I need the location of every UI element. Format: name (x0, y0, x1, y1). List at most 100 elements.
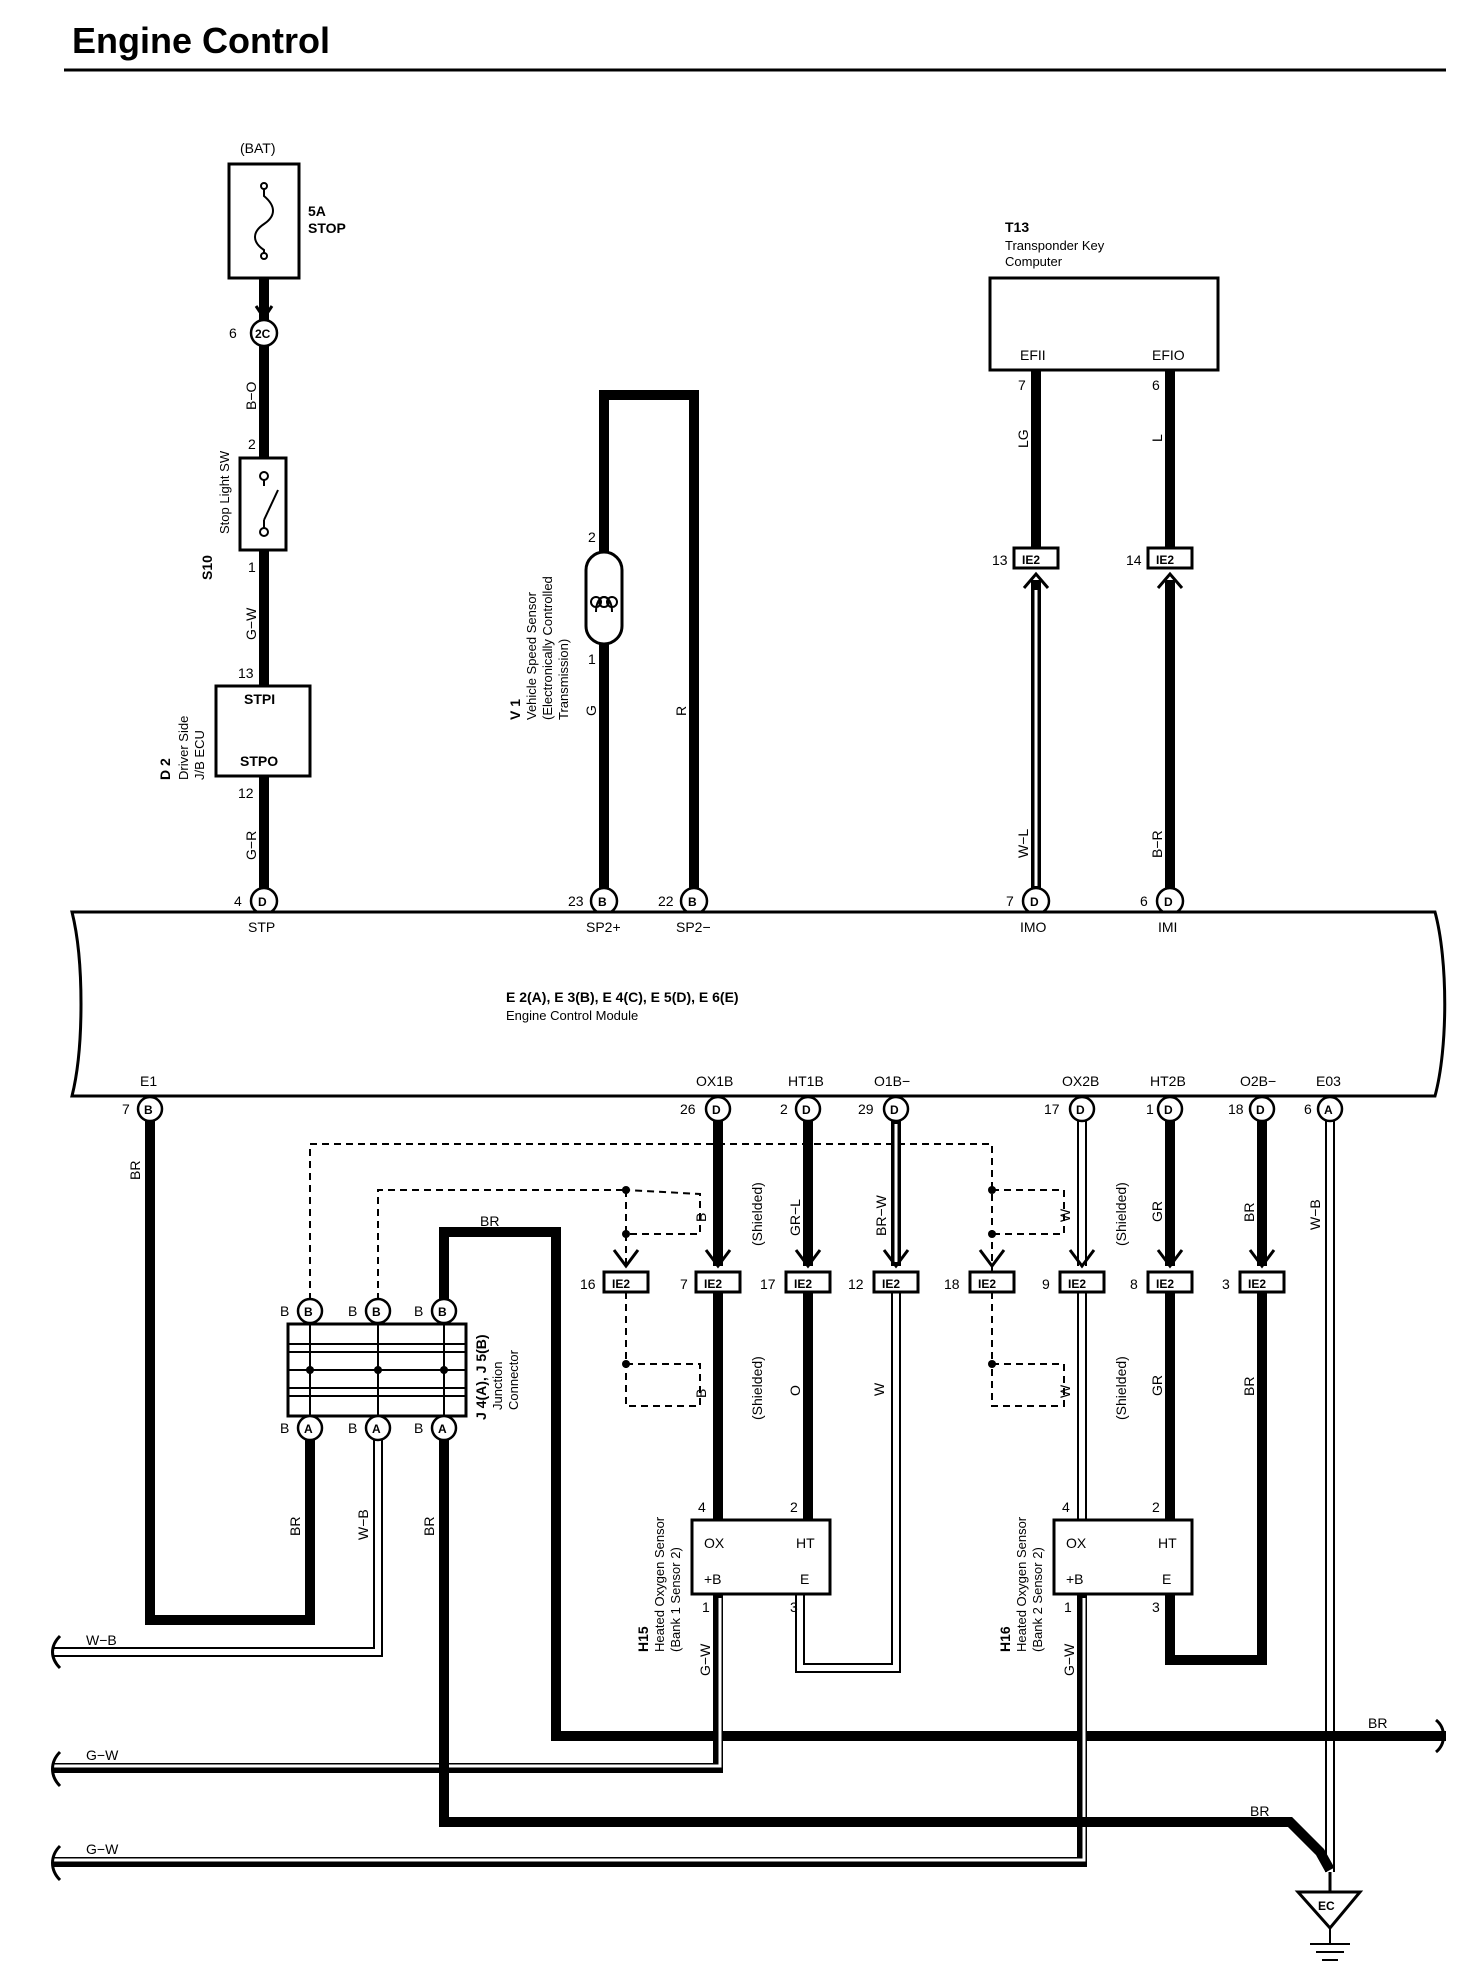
svg-text:IE2: IE2 (1068, 1277, 1086, 1291)
svg-text:D: D (258, 895, 267, 909)
svg-text:7: 7 (680, 1276, 688, 1292)
svg-text:E03: E03 (1316, 1073, 1341, 1089)
svg-text:G: G (583, 705, 599, 716)
svg-text:22: 22 (658, 893, 674, 909)
h15-id: H15 (635, 1626, 651, 1652)
svg-text:G−W: G−W (86, 1747, 119, 1763)
s10-id: S10 (199, 555, 215, 580)
svg-text:B: B (414, 1303, 423, 1319)
ecm-ids: E 2(A), E 3(B), E 4(C), E 5(D), E 6(E) (506, 989, 739, 1005)
svg-text:Junction: Junction (490, 1362, 505, 1410)
svg-text:D: D (1076, 1103, 1085, 1117)
svg-text:4: 4 (234, 893, 242, 909)
svg-text:A: A (304, 1422, 313, 1436)
svg-text:B: B (304, 1305, 313, 1319)
s10-name: Stop Light SW (217, 450, 232, 534)
svg-text:17: 17 (760, 1276, 776, 1292)
svg-text:EC: EC (1318, 1899, 1335, 1913)
svg-text:L: L (1149, 434, 1165, 442)
wire-br-ground (439, 1440, 1335, 1873)
svg-text:3: 3 (1222, 1276, 1230, 1292)
svg-text:HT1B: HT1B (788, 1073, 824, 1089)
svg-text:IE2: IE2 (1022, 553, 1040, 567)
svg-text:IE2: IE2 (1156, 1277, 1174, 1291)
svg-text:18: 18 (1228, 1101, 1244, 1117)
svg-text:B: B (144, 1103, 153, 1117)
t13-id: T13 (1005, 219, 1029, 235)
svg-text:1: 1 (1064, 1599, 1072, 1615)
svg-text:B: B (693, 1213, 709, 1222)
svg-text:BR: BR (287, 1517, 303, 1536)
svg-text:Transponder Key: Transponder Key (1005, 238, 1105, 253)
svg-text:W−B: W−B (1307, 1199, 1323, 1230)
svg-text:B: B (348, 1303, 357, 1319)
svg-text:BR−W: BR−W (873, 1194, 889, 1236)
switch-contact (263, 489, 279, 521)
svg-text:9: 9 (1042, 1276, 1050, 1292)
svg-text:R: R (673, 706, 689, 716)
svg-text:BR: BR (480, 1213, 499, 1229)
svg-text:HT2B: HT2B (1150, 1073, 1186, 1089)
svg-text:BR: BR (1250, 1803, 1269, 1819)
svg-text:W−B: W−B (86, 1632, 117, 1648)
svg-text:HT: HT (1158, 1535, 1177, 1551)
svg-text:(Bank 2 Sensor 2): (Bank 2 Sensor 2) (1030, 1547, 1045, 1652)
svg-text:14: 14 (1126, 552, 1142, 568)
svg-text:(Electronically Controlled: (Electronically Controlled (540, 576, 555, 720)
svg-text:1: 1 (702, 1599, 710, 1615)
svg-text:W: W (1057, 1208, 1073, 1222)
h16-sensor (1052, 1518, 1194, 1596)
svg-text:BR: BR (127, 1161, 143, 1180)
svg-text:B: B (693, 1389, 709, 1398)
svg-text:Heated Oxygen Sensor: Heated Oxygen Sensor (1014, 1516, 1029, 1652)
svg-text:IE2: IE2 (978, 1277, 996, 1291)
svg-text:7: 7 (122, 1101, 130, 1117)
svg-text:2C: 2C (255, 327, 271, 341)
svg-text:EFIO: EFIO (1152, 347, 1185, 363)
wire-br-junction (439, 1227, 1446, 1741)
svg-text:BR: BR (421, 1517, 437, 1536)
svg-text:1: 1 (1146, 1101, 1154, 1117)
svg-text:+B: +B (1066, 1571, 1084, 1587)
svg-text:Vehicle Speed Sensor: Vehicle Speed Sensor (524, 591, 539, 720)
transponder-box (988, 276, 1220, 372)
svg-text:BR: BR (1368, 1715, 1387, 1731)
svg-text:GR−L: GR−L (787, 1199, 803, 1236)
svg-text:6: 6 (1304, 1101, 1312, 1117)
svg-text:12: 12 (238, 785, 254, 801)
svg-text:W: W (1057, 1384, 1073, 1398)
svg-text:E1: E1 (140, 1073, 157, 1089)
svg-text:B: B (598, 895, 607, 909)
svg-text:W−B: W−B (355, 1509, 371, 1540)
svg-text:B−O: B−O (243, 381, 259, 410)
svg-text:Computer: Computer (1005, 254, 1063, 269)
svg-text:STP: STP (248, 919, 275, 935)
svg-text:OX2B: OX2B (1062, 1073, 1099, 1089)
svg-text:3: 3 (1152, 1599, 1160, 1615)
svg-text:GR: GR (1149, 1375, 1165, 1396)
svg-text:G−W: G−W (86, 1841, 119, 1857)
svg-text:OX: OX (704, 1535, 725, 1551)
svg-text:E: E (1162, 1571, 1171, 1587)
svg-text:2: 2 (248, 436, 256, 452)
svg-text:6: 6 (1140, 893, 1148, 909)
svg-text:B: B (372, 1305, 381, 1319)
svg-text:(Shielded): (Shielded) (1113, 1356, 1129, 1420)
page-title: Engine Control (72, 20, 330, 61)
svg-text:BR: BR (1241, 1377, 1257, 1396)
svg-text:GR: GR (1149, 1201, 1165, 1222)
svg-text:1: 1 (248, 559, 256, 575)
fuse-name: STOP (308, 220, 346, 236)
svg-text:IE2: IE2 (1156, 553, 1174, 567)
svg-text:SP2+: SP2+ (586, 919, 621, 935)
svg-text:12: 12 (848, 1276, 864, 1292)
svg-text:STPI: STPI (244, 691, 275, 707)
svg-text:G−R: G−R (243, 831, 259, 860)
svg-text:B: B (280, 1303, 289, 1319)
svg-text:BR: BR (1241, 1203, 1257, 1222)
svg-text:J/B ECU: J/B ECU (192, 730, 207, 780)
svg-text:IE2: IE2 (612, 1277, 630, 1291)
svg-text:4: 4 (698, 1499, 706, 1515)
svg-text:2: 2 (780, 1101, 788, 1117)
